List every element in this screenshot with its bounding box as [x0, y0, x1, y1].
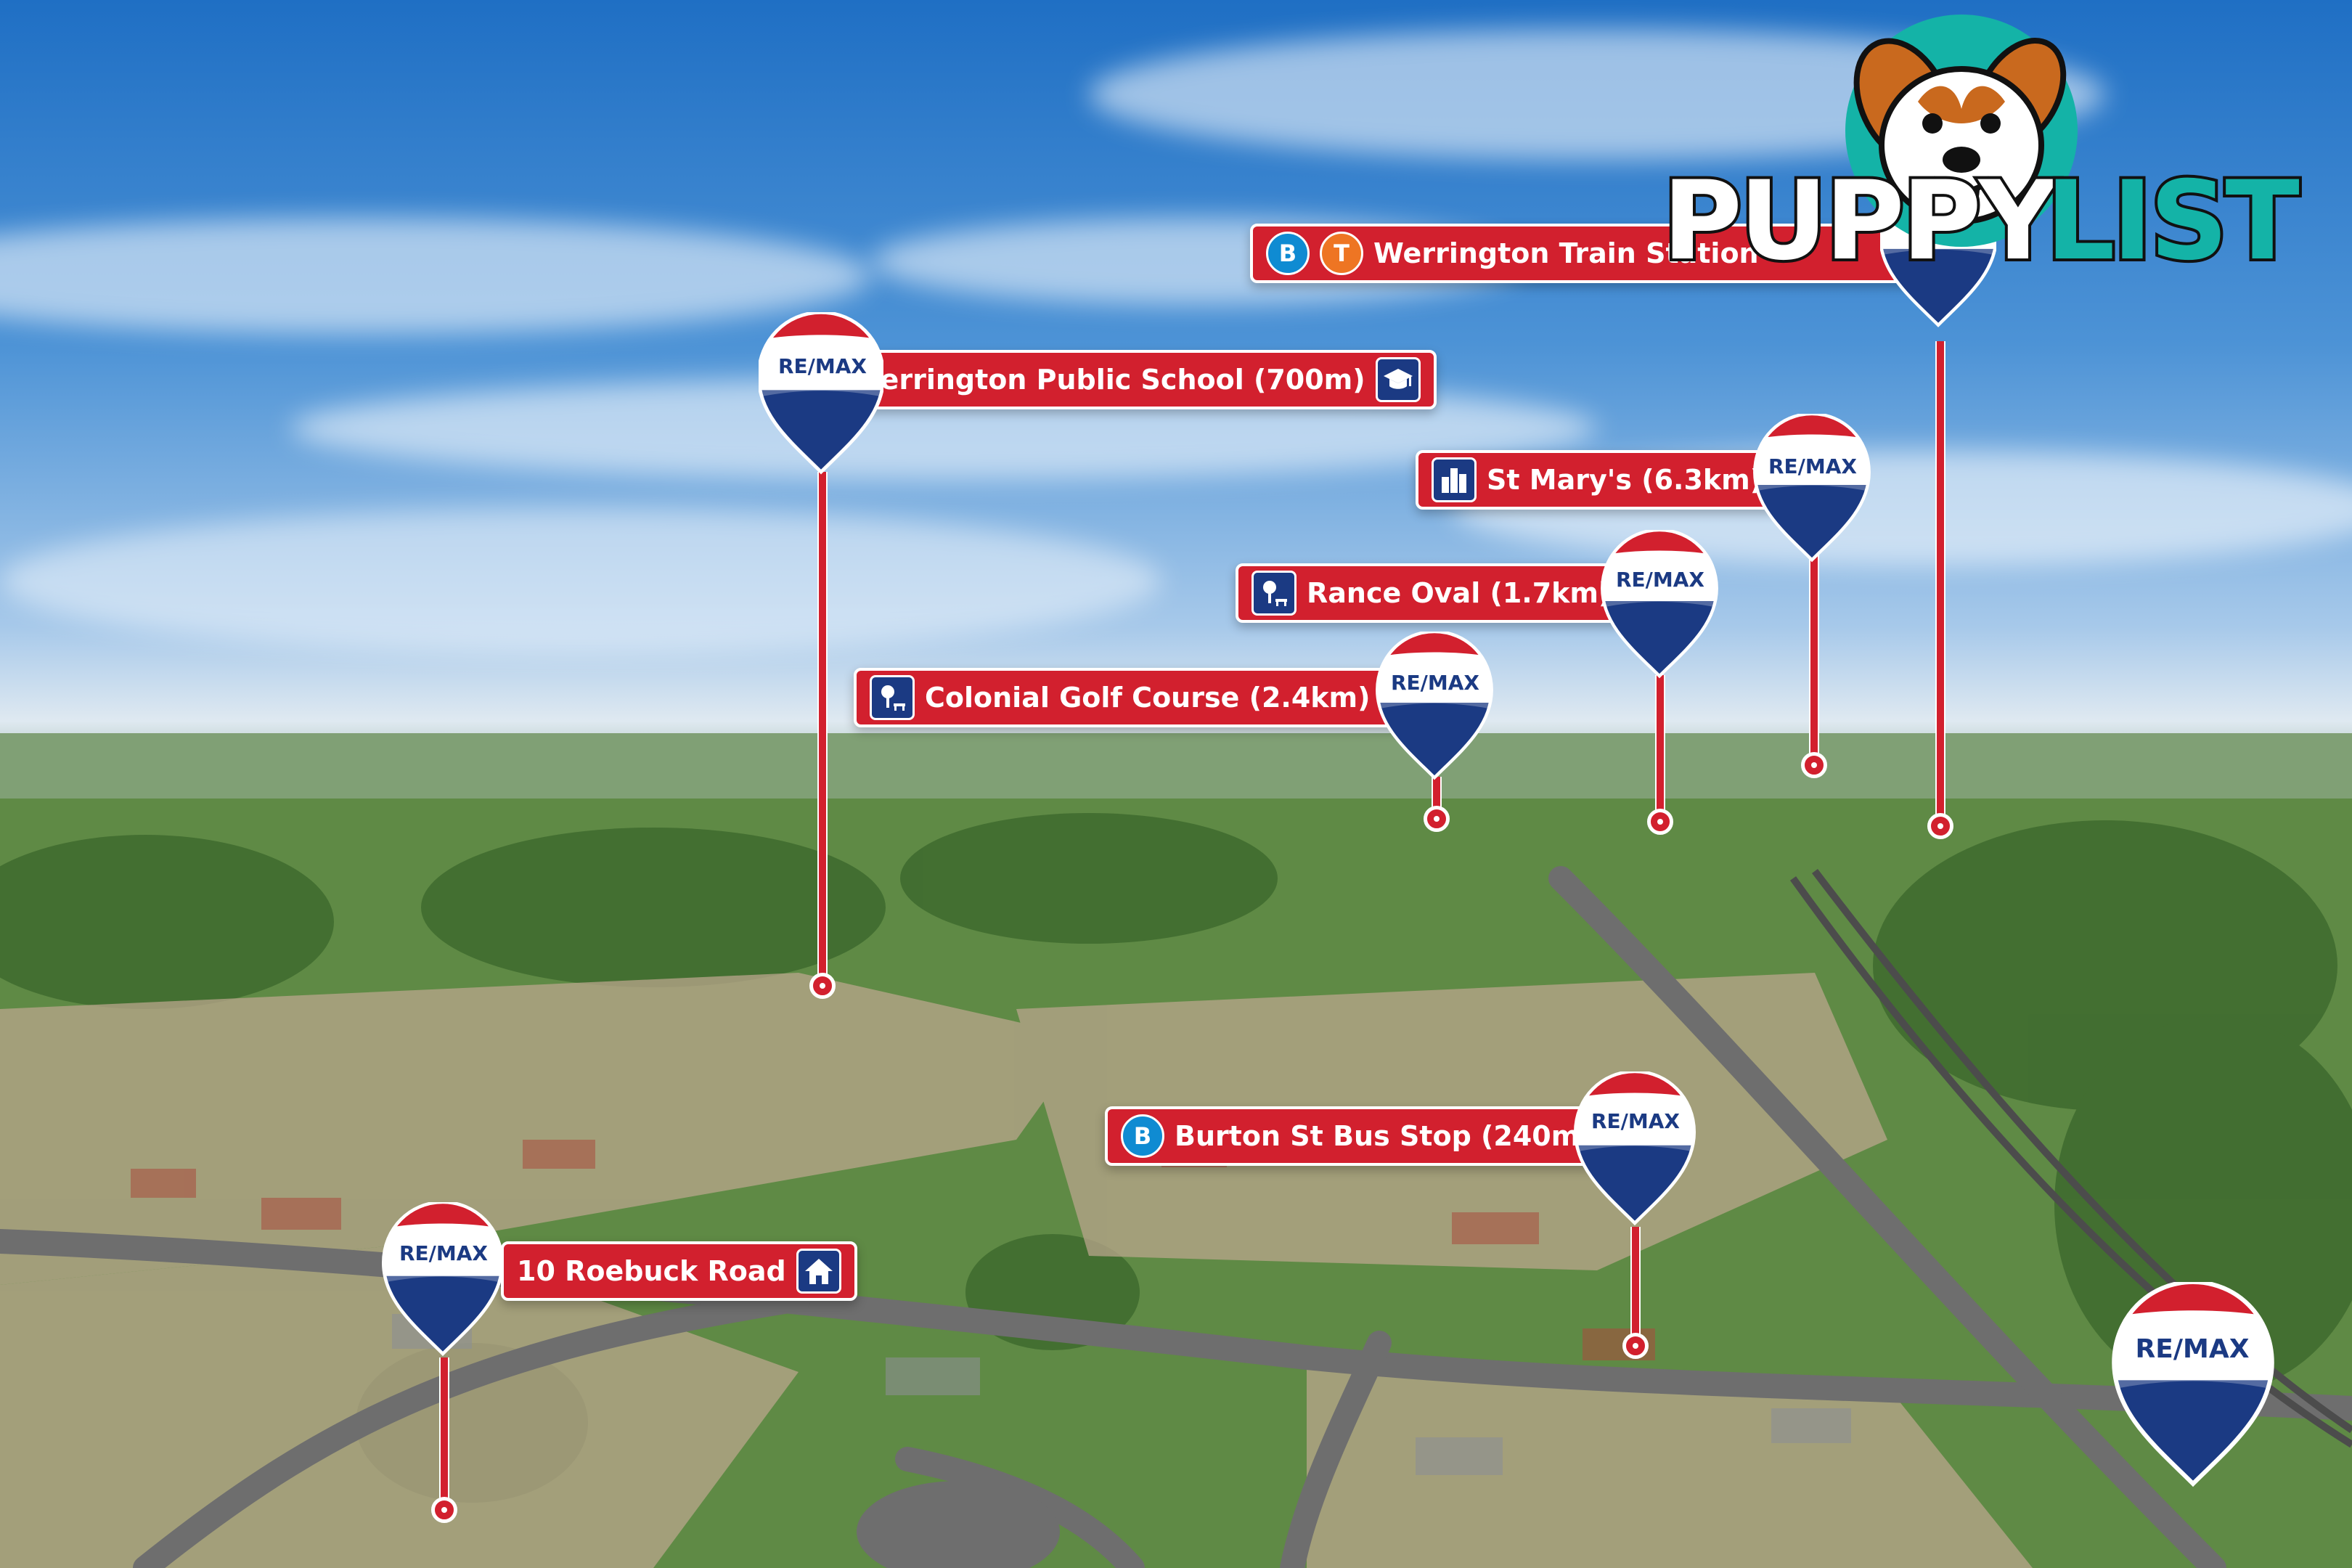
callout-label: 10 Roebuck Road — [517, 1255, 786, 1287]
balloon-label: RE/MAX — [1591, 1109, 1681, 1133]
pin-line — [817, 472, 828, 980]
callout-train-station: B T Werrington Train Station — [1250, 224, 1921, 283]
puppylist-logo: PUPPY LIST — [1648, 15, 2316, 285]
balloon-label: RE/MAX — [1615, 568, 1705, 592]
balloon-label: RE/MAX — [2135, 1334, 2250, 1364]
balloon-label: RE/MAX — [777, 354, 867, 378]
pin-dot-train-station — [1927, 813, 1953, 839]
bus-badge-icon: B — [1266, 232, 1310, 275]
remax-balloon — [380, 1202, 505, 1360]
remax-balloon-decor — [2110, 1282, 2277, 1493]
callout-bus-stop: B Burton St Bus Stop (240m) — [1105, 1106, 1616, 1166]
callout-golf: Colonial Golf Course (2.4km) — [854, 668, 1437, 727]
cloud — [0, 218, 871, 334]
callout-label: Werrington Train Station — [1373, 237, 1759, 269]
dog-head-icon — [1845, 15, 2078, 247]
suburb-ground — [0, 733, 2352, 1568]
pin-line — [1935, 341, 1945, 820]
watermark-text: PUPPY — [1659, 158, 2060, 285]
callout-label: Burton St Bus Stop (240m) — [1175, 1120, 1593, 1152]
callout-label: Colonial Golf Course (2.4km) — [925, 682, 1371, 714]
pin-dot-st-marys — [1801, 752, 1827, 778]
pin-line — [1630, 1227, 1641, 1343]
callout-property: 10 Roebuck Road — [501, 1241, 857, 1301]
remax-balloon — [1372, 632, 1497, 784]
balloon-label: RE/MAX — [399, 1241, 489, 1265]
house-icon — [796, 1249, 841, 1294]
park-tree-bench-icon — [1251, 571, 1297, 616]
pin-dot-school — [809, 973, 836, 999]
remax-balloon — [1749, 414, 1874, 566]
callout-school: Werrington Public School (700m) — [835, 350, 1437, 409]
callout-label: Rance Oval (1.7km) — [1307, 577, 1612, 609]
graduation-cap-icon — [1375, 357, 1421, 402]
pin-line — [439, 1357, 449, 1503]
callout-label: Werrington Public School (700m) — [851, 364, 1365, 396]
watermark-text: LIST — [2043, 158, 2303, 285]
pin-dot-rance-oval — [1647, 809, 1673, 835]
balloon-label: RE/MAX — [1390, 671, 1480, 695]
pin-dot-bus-stop — [1622, 1333, 1649, 1359]
balloon-label: RE/MAX — [1768, 454, 1858, 478]
callout-st-marys: St Mary's (6.3km) — [1416, 450, 1796, 510]
bus-badge-icon: B — [1121, 1114, 1164, 1158]
park-tree-bench-icon — [870, 675, 915, 720]
cloud — [0, 508, 1161, 653]
remax-balloon — [759, 312, 883, 479]
city-buildings-icon — [1432, 457, 1477, 502]
remax-balloon — [1597, 530, 1722, 682]
pin-line — [1809, 552, 1819, 769]
pin-line — [1655, 675, 1665, 820]
train-badge-icon: T — [1320, 232, 1363, 275]
callout-label: St Mary's (6.3km) — [1487, 464, 1763, 496]
pin-dot-property — [431, 1497, 457, 1523]
pin-dot-golf — [1424, 806, 1450, 832]
remax-balloon — [1572, 1071, 1697, 1230]
